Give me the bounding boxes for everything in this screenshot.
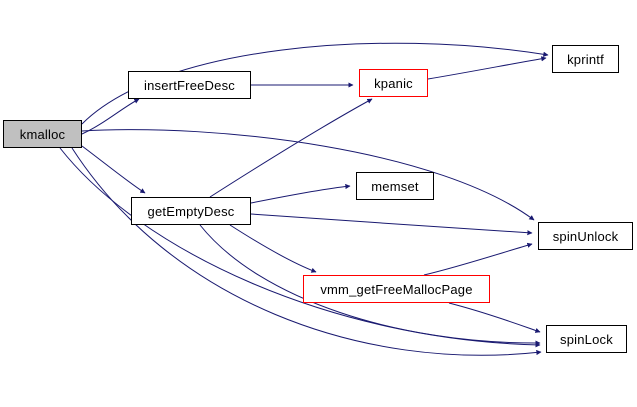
edge-kpanic-to-kprintf: [427, 56, 547, 80]
edge-kmalloc-to-spinLock: [71, 147, 542, 356]
node-label-spinUnlock: spinUnlock: [552, 228, 619, 244]
node-getEmptyDesc[interactable]: getEmptyDesc: [131, 197, 251, 225]
node-kpanic[interactable]: kpanic: [359, 69, 428, 97]
node-label-kpanic: kpanic: [374, 75, 413, 91]
node-vmm_getFreeMallocPage[interactable]: vmm_getFreeMallocPage: [303, 275, 490, 303]
node-label-kprintf: kprintf: [567, 51, 604, 67]
node-label-vmm_getFreeMallocPage: vmm_getFreeMallocPage: [320, 281, 473, 297]
node-kprintf[interactable]: kprintf: [552, 45, 619, 73]
node-label-memset: memset: [371, 178, 419, 194]
edge-kmalloc-to-spinLock: [59, 147, 541, 348]
node-kmalloc[interactable]: kmalloc: [3, 120, 82, 148]
edge-vmm_getFreeMallocPage-to-spinUnlock: [423, 242, 533, 276]
edge-getEmptyDesc-to-kpanic: [209, 98, 373, 198]
edge-kmalloc-to-spinUnlock: [81, 129, 535, 221]
edge-getEmptyDesc-to-spinLock: [199, 224, 541, 346]
edge-vmm_getFreeMallocPage-to-spinLock: [448, 302, 541, 333]
node-spinLock[interactable]: spinLock: [546, 325, 627, 353]
edge-kmalloc-to-getEmptyDesc: [81, 145, 146, 194]
node-memset[interactable]: memset: [356, 172, 434, 200]
node-insertFreeDesc[interactable]: insertFreeDesc: [128, 71, 251, 99]
edge-kmalloc-to-kprintf: [81, 42, 549, 125]
edge-getEmptyDesc-to-spinUnlock: [250, 213, 533, 236]
edge-getEmptyDesc-to-vmm_getFreeMallocPage: [229, 224, 317, 273]
node-label-getEmptyDesc: getEmptyDesc: [147, 203, 235, 219]
edge-getEmptyDesc-to-memset: [250, 183, 351, 204]
node-spinUnlock[interactable]: spinUnlock: [538, 222, 633, 250]
node-label-kmalloc: kmalloc: [19, 126, 66, 142]
node-label-spinLock: spinLock: [560, 331, 613, 347]
node-label-insertFreeDesc: insertFreeDesc: [144, 77, 235, 93]
